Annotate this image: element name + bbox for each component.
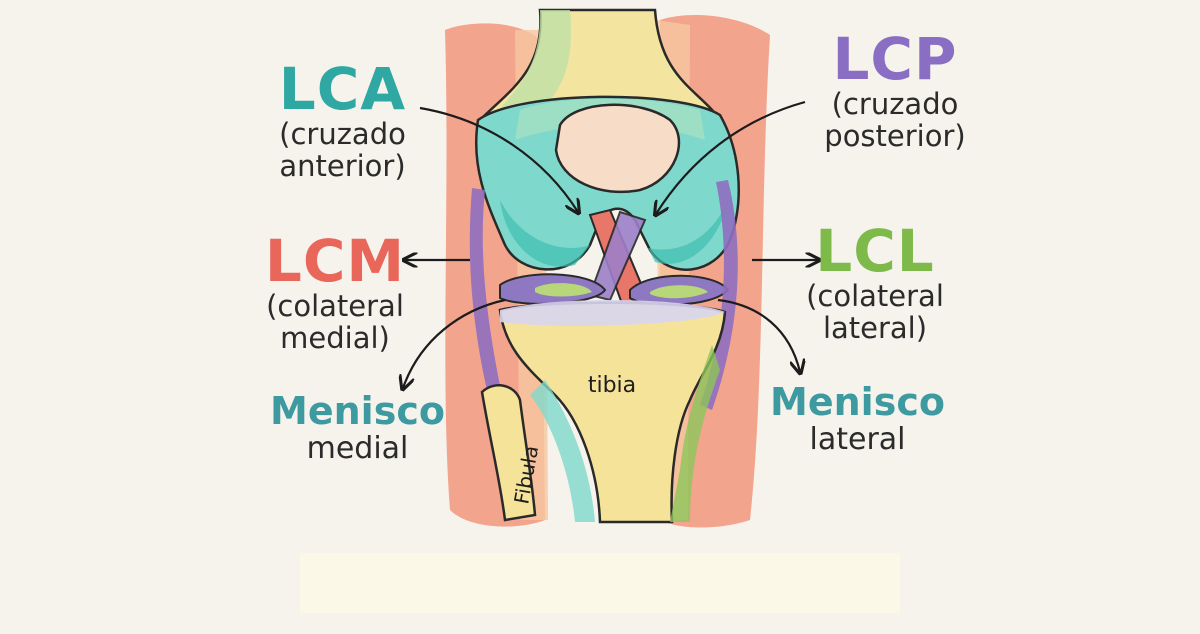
tibia-shade-left [530, 380, 595, 522]
tibia-plateau [500, 300, 725, 326]
label-menisco-lateral: Menisco lateral [770, 380, 945, 457]
label-lcp: LCP (cruzado posterior) [810, 30, 980, 153]
caption-area [300, 553, 900, 613]
tibia-shade-right [670, 345, 720, 522]
lcl-line2: lateral) [822, 311, 928, 346]
tibia-label: tibia [588, 373, 636, 398]
lcl-ligament [700, 180, 738, 410]
condyle-left-shade [500, 200, 590, 267]
patella [554, 103, 681, 194]
label-lcm: LCM (colateral medial) [255, 232, 415, 355]
arrow-lcp [656, 100, 806, 214]
lca-line2: anterior) [279, 149, 406, 184]
lcp-line2: posterior) [824, 119, 966, 154]
menisco-lateral-line1: Menisco [770, 380, 945, 424]
lcl-line1: (colateral [806, 279, 944, 313]
lcm-line2: medial) [280, 321, 390, 356]
arrow-meniscus-medial [403, 298, 506, 388]
condyle-right-shade [648, 200, 728, 264]
lcp-ligament [588, 210, 647, 302]
femur-shaft-shade [490, 10, 571, 120]
menisco-lateral-line2: lateral [809, 421, 906, 457]
lca-abbr: LCA [278, 55, 407, 123]
fibula-bone [480, 384, 537, 522]
label-lcl: LCL (colateral lateral) [795, 222, 955, 345]
menisco-medial-line2: medial [306, 430, 409, 466]
lcp-line1: (cruzado [831, 87, 959, 121]
arrow-lca [419, 106, 578, 212]
menisco-medial-line1: Menisco [270, 389, 445, 433]
lcm-line1: (colateral [266, 289, 404, 323]
meniscus-medial-inner [535, 283, 592, 297]
lcl-abbr: LCL [815, 217, 935, 285]
meniscus-lateral-inner [650, 285, 708, 299]
lca-line1: (cruzado [279, 117, 406, 151]
lcm-ligament [469, 188, 505, 412]
label-lca: LCA (cruzado anterior) [255, 60, 430, 183]
label-menisco-medial: Menisco medial [270, 389, 445, 466]
lcp-abbr: LCP [832, 25, 958, 93]
lcm-abbr: LCM [264, 227, 406, 295]
arrow-meniscus-lateral [717, 298, 800, 372]
